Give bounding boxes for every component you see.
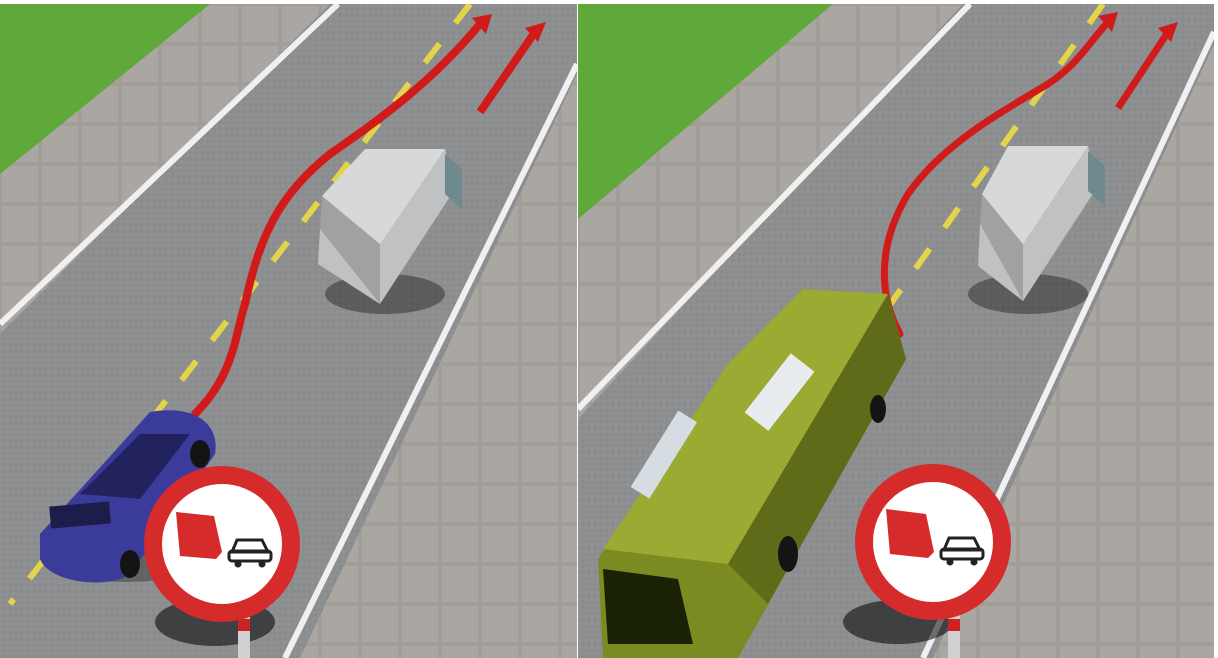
left-illustration (0, 4, 577, 658)
right-illustration (578, 4, 1214, 658)
panel-right (578, 4, 1214, 658)
panel-left (0, 4, 577, 658)
